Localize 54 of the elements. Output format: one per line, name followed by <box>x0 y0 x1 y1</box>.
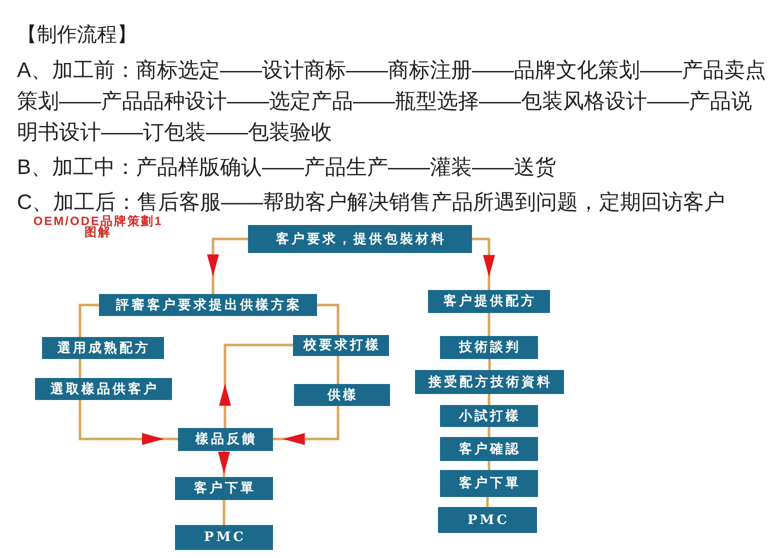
step-label: 客户下單 <box>193 481 256 496</box>
step-label: 接受配方技術資料 <box>427 374 552 390</box>
connector-line <box>486 497 489 507</box>
process-box <box>99 294 317 316</box>
step-label: 供樣 <box>326 388 358 402</box>
process-box <box>35 378 172 400</box>
process-box <box>178 428 273 451</box>
arrow <box>273 406 340 445</box>
process-box <box>440 405 538 427</box>
step-label: 樣品反饋 <box>194 432 258 447</box>
connector-line <box>336 356 340 384</box>
process-description: C、加工后：售后客服——帮助客户解决销售产品所遇到问题，定期回访客户 <box>17 190 726 214</box>
arrow <box>78 400 178 445</box>
connector-line <box>78 304 99 337</box>
process-box <box>175 525 273 550</box>
step-label: 技術談判 <box>458 340 521 355</box>
arrow <box>207 238 248 294</box>
process-description: B、加工中：产品样版确认——产品生产——灌装——送货 <box>17 155 558 181</box>
connector-line <box>488 427 490 437</box>
step-label: 評審客户要求提出供樣方案 <box>114 298 302 312</box>
step-label: PMC <box>466 512 510 528</box>
process-box <box>440 470 538 497</box>
connector-line <box>78 359 82 378</box>
diagram-heading: OEM/ODE品牌策劃1图解 <box>32 216 164 238</box>
section-heading: 【制作流程】 <box>17 23 138 48</box>
process-box <box>293 335 389 356</box>
arrow <box>218 451 230 477</box>
connector-line <box>222 500 226 525</box>
step-label: 校要求打樣 <box>302 338 381 353</box>
connector-line <box>317 304 340 335</box>
process-box <box>440 437 538 461</box>
process-box <box>42 337 164 359</box>
process-box <box>440 336 538 359</box>
step-label: 客户要求，提供包裝材料 <box>274 232 446 246</box>
process-box <box>438 507 537 533</box>
step-label: 選用成熟配方 <box>56 340 150 356</box>
process-box <box>294 384 390 406</box>
connector-line <box>488 461 490 470</box>
connector-line <box>488 359 491 370</box>
step-label: 客户下單 <box>458 476 521 491</box>
connector-line <box>488 313 490 336</box>
step-label: 選取樣品供客户 <box>49 382 159 396</box>
step-label: 客户提供配方 <box>442 294 536 309</box>
process-box <box>248 225 472 253</box>
step-label: 小試打樣 <box>458 408 521 424</box>
process-description: A、加工前：商标选定——设计商标——商标注册——品牌文化策划——产品卖点策划——产品品种设计——选定产品——瓶型选择——包装风格设计——产品说明书设计——订包装——包装验收 <box>17 58 768 146</box>
arrow <box>472 238 495 290</box>
process-box <box>428 290 550 313</box>
process-box <box>415 370 564 394</box>
step-label: 客户確認 <box>458 442 521 456</box>
step-label: PMC <box>202 530 246 545</box>
process-box <box>175 477 273 500</box>
arrow <box>219 344 293 428</box>
connector-line <box>488 394 490 405</box>
